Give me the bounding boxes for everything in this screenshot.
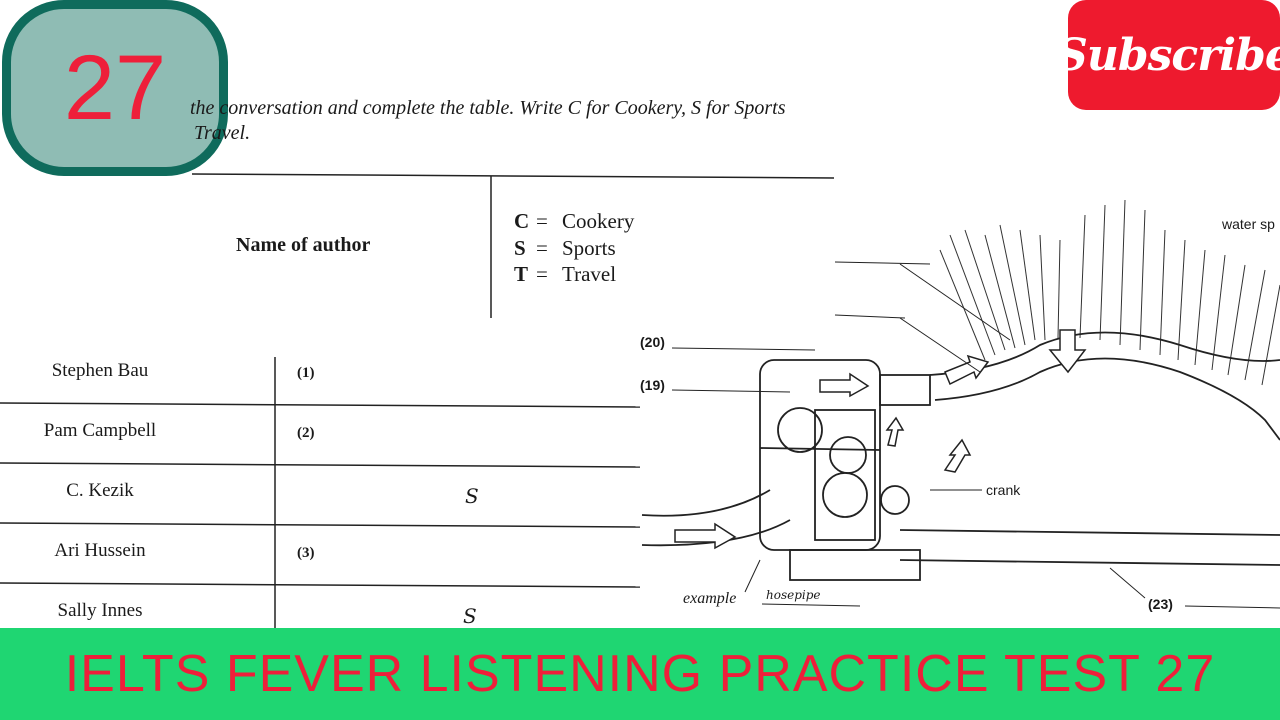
test-number-badge: 27 <box>2 0 228 176</box>
author-name: C. Kezik <box>66 480 134 501</box>
author-name: Pam Campbell <box>43 420 157 441</box>
example-label: example <box>683 590 737 607</box>
example-answer: hosepipe <box>766 588 821 602</box>
legend-row-travel: T=Travel <box>514 262 617 286</box>
answer-blank-1[interactable]: (1) <box>297 365 315 381</box>
table-header-name: Name of author <box>236 234 371 256</box>
banner-title: IELTS FEVER LISTENING PRACTICE TEST 27 <box>64 645 1216 703</box>
subscribe-button[interactable]: Subscribe <box>1056 0 1280 110</box>
category-legend: C=Cookery S=Sports T=Travel <box>514 208 634 288</box>
diagram-label-20: (20) <box>640 334 665 350</box>
instructions-line-1: the conversation and complete the table.… <box>190 97 786 119</box>
title-banner: IELTS FEVER LISTENING PRACTICE TEST 27 <box>0 628 1280 720</box>
diagram-label-crank: crank <box>986 482 1021 498</box>
author-name: Sally Innes <box>57 600 143 621</box>
answer-blank-3[interactable]: (3) <box>297 545 315 561</box>
diagram-label-23: (23) <box>1148 596 1173 612</box>
author-name: Stephen Bau <box>51 360 149 381</box>
legend-row-sports: S=Sports <box>514 235 616 260</box>
instructions: the conversation and complete the table.… <box>190 96 850 146</box>
subscribe-label: Subscribe <box>1056 29 1280 81</box>
answer-blank-2[interactable]: (2) <box>297 425 315 441</box>
instructions-line-2: Travel. <box>194 122 251 144</box>
author-name: Ari Hussein <box>54 540 146 561</box>
handwritten-answer: S <box>465 484 479 508</box>
diagram-label-19: (19) <box>640 377 665 393</box>
handwritten-answer: S <box>463 604 477 628</box>
legend-row-cookery: C=Cookery <box>514 209 635 233</box>
diagram-label-water: water sp <box>1222 216 1275 232</box>
badge-number: 27 <box>63 37 167 139</box>
